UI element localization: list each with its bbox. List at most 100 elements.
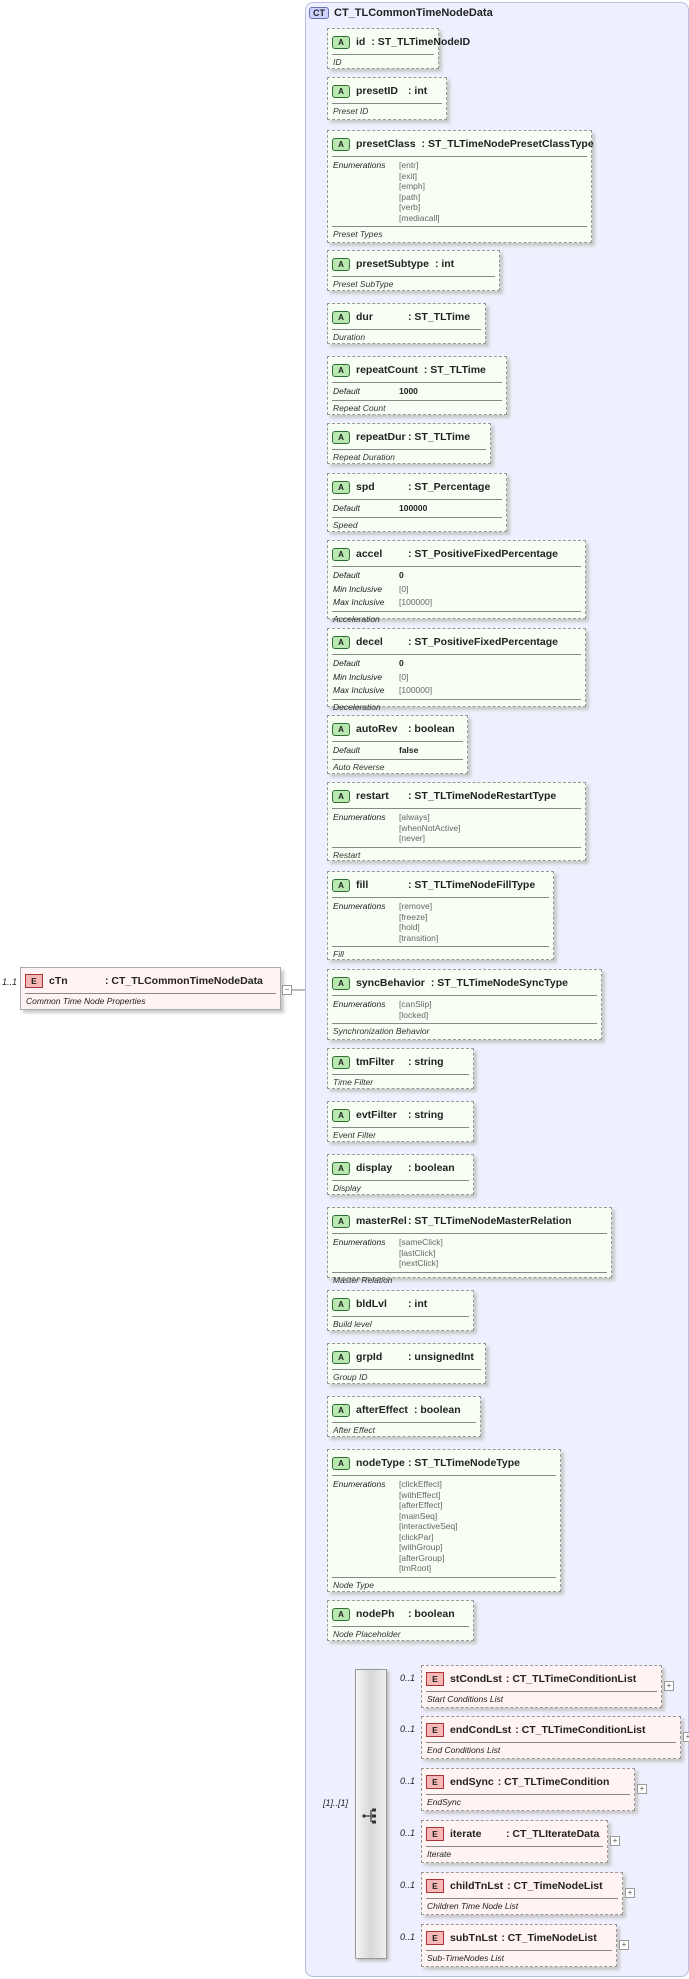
facet-value: false (399, 745, 419, 755)
complex-type-badge: CT (309, 7, 329, 19)
element-name: childTnLst (450, 1880, 504, 1892)
attribute-description: Time Filter (333, 1077, 374, 1087)
element-type: : CT_TLTimeConditionList (505, 1673, 637, 1685)
divider (426, 1794, 630, 1795)
facet-value: [remove] (399, 901, 433, 911)
facet-values: 100000 (399, 503, 427, 514)
attribute-type: : string (408, 1056, 444, 1068)
element-type: : CT_TimeNodeList (501, 1932, 597, 1944)
divider (332, 808, 581, 809)
attribute-badge: A (332, 1607, 350, 1621)
sequence-cardinality: [1]..[1] (323, 1798, 349, 1808)
attribute-type: : ST_Percentage (408, 481, 491, 493)
element-badge: E (426, 1723, 444, 1737)
attribute-name: syncBehavior (356, 977, 425, 989)
facet-values: [clickEffect][withEffect][afterEffect][m… (399, 1479, 458, 1574)
facet-value: [path] (399, 191, 421, 202)
expand-toggle[interactable]: + (637, 1784, 647, 1794)
facet-value: [always] (399, 812, 430, 822)
attribute-description: Repeat Duration (333, 452, 395, 462)
facet-value: [locked] (399, 1009, 429, 1020)
facet-value: [never] (399, 833, 425, 843)
element-description: Iterate (427, 1849, 452, 1859)
attribute-badge: A (332, 789, 350, 803)
facet-value: 100000 (399, 503, 428, 513)
facet-value: [withEffect] (399, 1489, 441, 1500)
facet-label: Enumerations (333, 901, 386, 911)
facet-value: [clickEffect] (399, 1479, 442, 1489)
facet-label: Enumerations (333, 812, 386, 822)
facet-values: [always][whenNotActive][never] (399, 812, 460, 844)
attribute-badge: A (332, 1403, 350, 1417)
element-name: iterate (450, 1828, 482, 1840)
facet-label: Default (333, 386, 360, 396)
divider (332, 610, 581, 612)
sequence-compositor[interactable] (355, 1669, 387, 1959)
facet-value: [withGroup] (399, 1542, 443, 1552)
facet-value: 1000 (399, 386, 418, 396)
divider (332, 741, 463, 742)
divider (332, 1023, 597, 1024)
attribute-type: : ST_TLTime (423, 364, 486, 376)
expand-toggle[interactable]: + (619, 1940, 629, 1950)
facet-value: [0] (399, 583, 409, 594)
collapse-toggle[interactable]: − (282, 985, 292, 995)
attribute-description: Fill (333, 949, 344, 959)
attribute-type: : ST_PositiveFixedPercentage (408, 636, 558, 648)
facet-label: Default (333, 658, 360, 668)
facet-values: [sameClick][lastClick][nextClick] (399, 1237, 443, 1269)
element-badge: E (25, 974, 43, 988)
expand-toggle[interactable]: + (664, 1681, 674, 1691)
root-element-cTn[interactable]: E cTn : CT_TLCommonTimeNodeData Common T… (20, 967, 281, 1010)
expand-toggle[interactable]: + (625, 1888, 635, 1898)
attribute-name: nodeType (356, 1457, 405, 1469)
divider (332, 54, 434, 55)
facet-value: [afterEffect] (399, 1500, 443, 1510)
divider (332, 1271, 607, 1273)
attribute-description: Group ID (333, 1372, 368, 1382)
expand-toggle[interactable]: + (610, 1836, 620, 1846)
attribute-type: : ST_TLTimeNodeFillType (408, 879, 536, 891)
attribute-description: Node Placeholder (333, 1629, 401, 1639)
facet-values: [0] (399, 672, 408, 683)
attribute-description: Deceleration (333, 701, 381, 712)
facet-values: [remove][freeze][hold][transition] (399, 901, 438, 943)
expand-toggle[interactable]: + (683, 1732, 689, 1742)
attribute-description: Acceleration (333, 613, 380, 624)
